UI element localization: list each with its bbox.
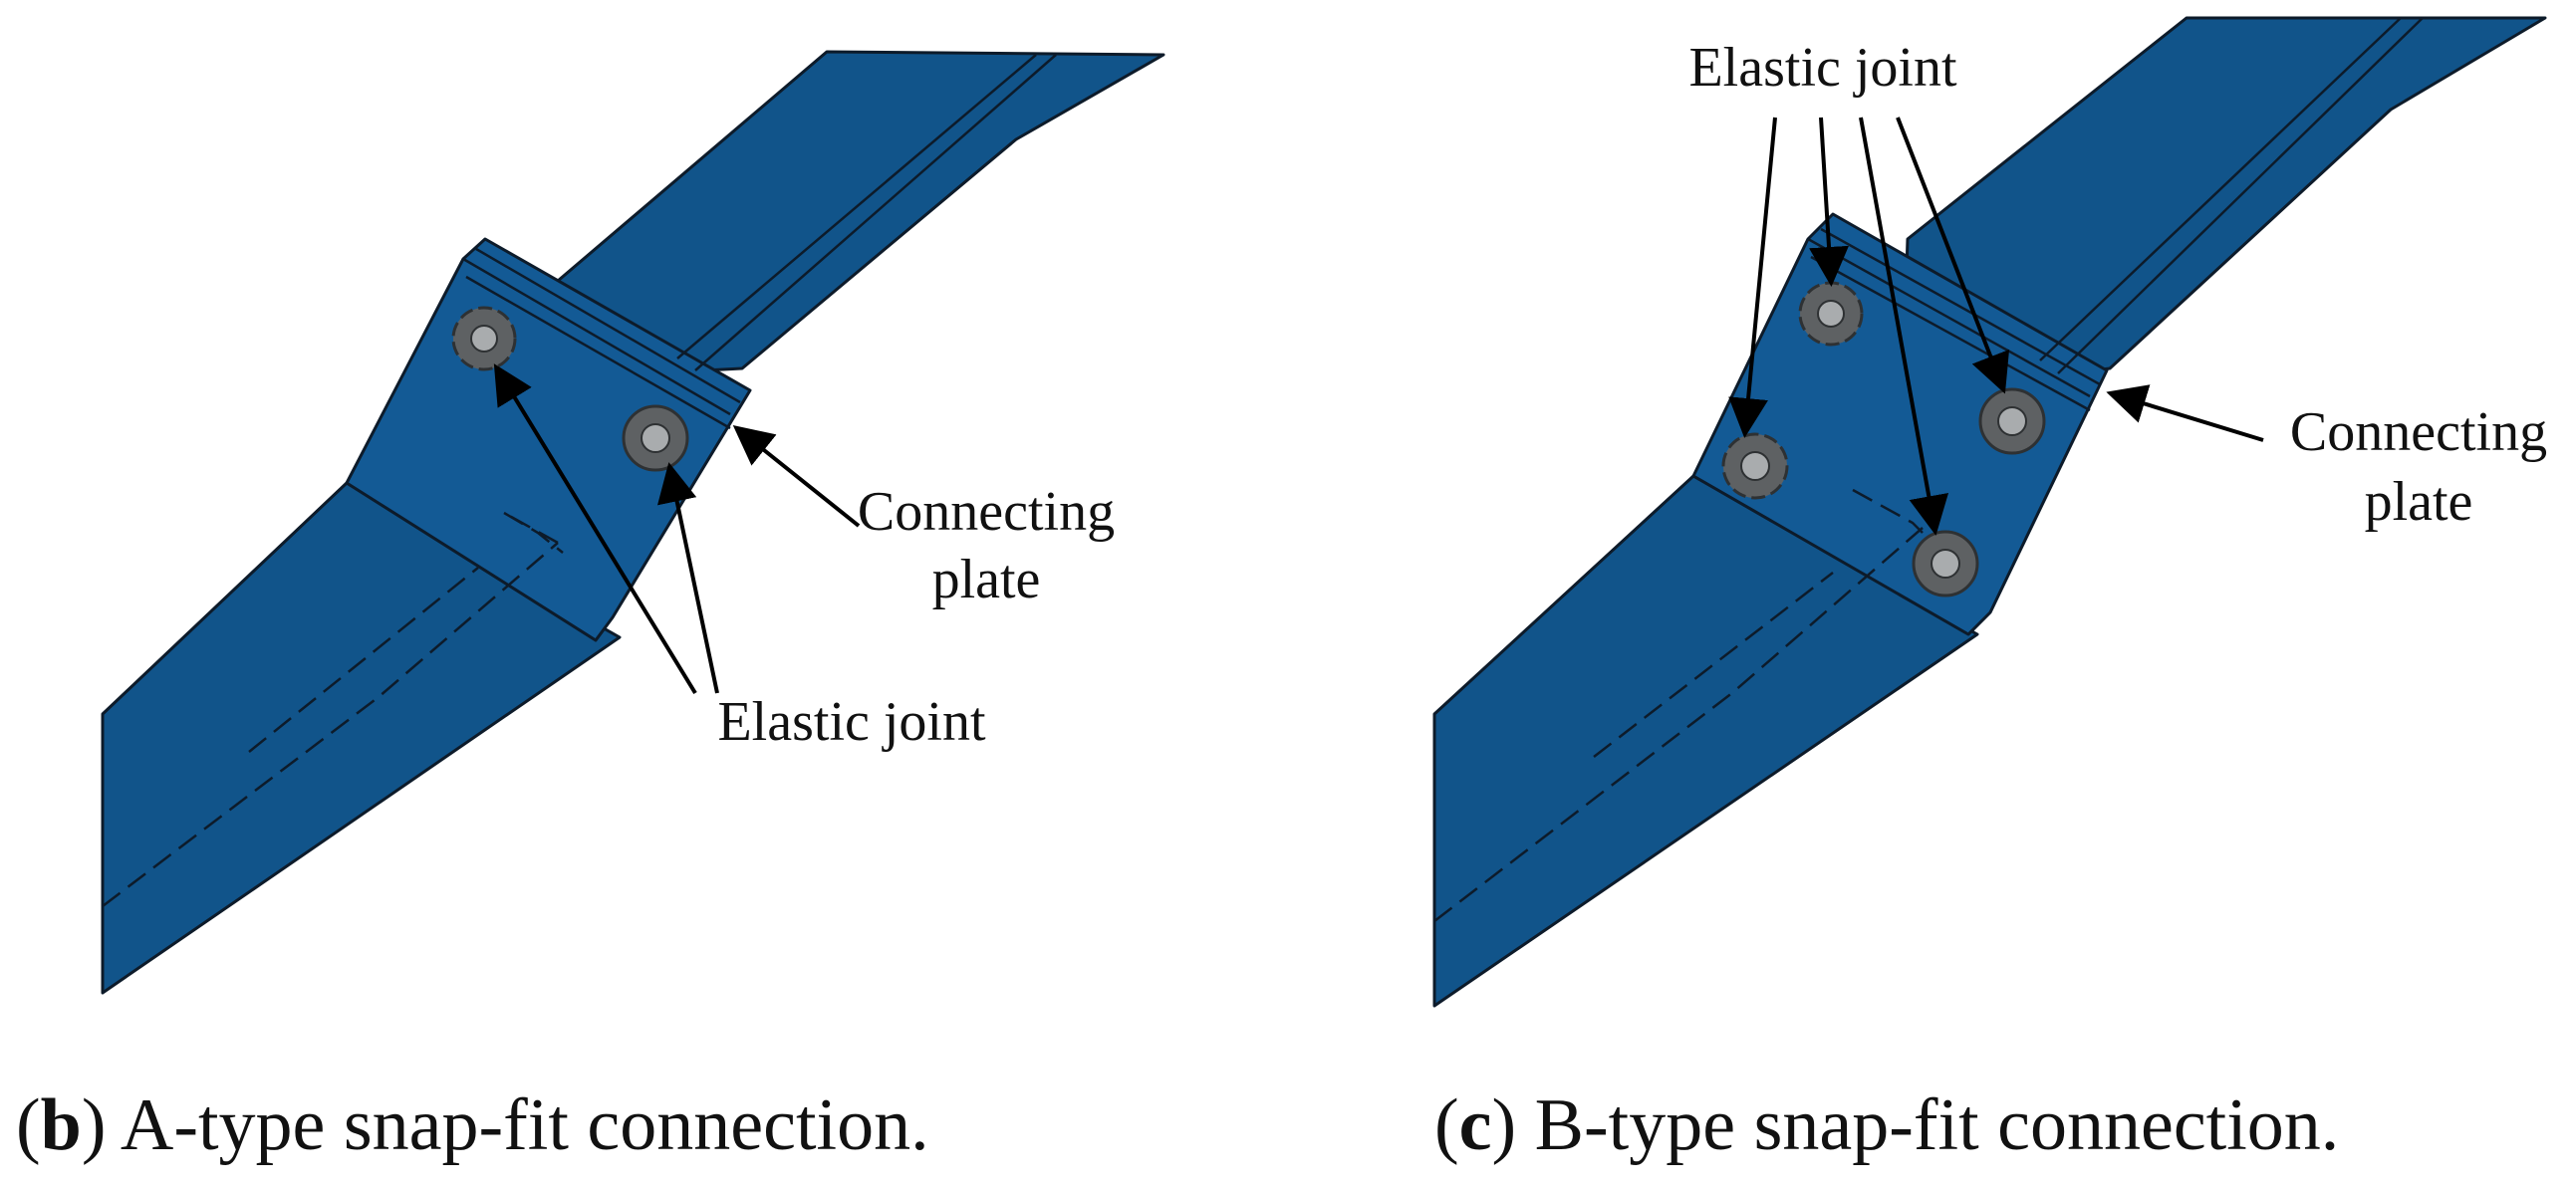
panel-c: Elastic joint Connecting plate (c) B-typ… <box>1432 16 2547 1166</box>
panel-b-plate-edge <box>346 481 615 642</box>
panel-b-elastic-joint-label: Elastic joint <box>717 691 986 753</box>
panel-c-caption-text: B-type snap-fit connection. <box>1535 1084 2340 1166</box>
panel-c-joint-arrow-3 <box>1859 117 1949 536</box>
panel-c-plate-edge <box>1692 474 1991 636</box>
panel-c-elastic-joint-4 <box>1912 530 1979 597</box>
panel-c-elastic-joint-3 <box>1978 387 2046 455</box>
panel-b-elastic-joint-2 <box>622 404 689 472</box>
panel-b-connecting-label-line1: Connecting <box>858 481 1115 543</box>
panel-c-beam-assembly <box>1432 16 2547 1008</box>
panel-c-joint-arrow-1 <box>1728 117 1777 438</box>
panel-b-elastic-joint-1 <box>451 306 517 371</box>
panel-b-letter: b <box>41 1084 82 1166</box>
panel-c-upper-beam-lines <box>2039 17 2424 374</box>
panel-b-beam-assembly <box>101 50 1165 995</box>
panel-c-plate-arrow <box>2106 384 2264 442</box>
panel-b: Connecting plate Elastic joint (b) A-typ… <box>16 50 1165 1166</box>
panel-c-joint-arrow-2 <box>1809 117 1849 287</box>
panel-c-connecting-label-line2: plate <box>2365 471 2473 533</box>
panel-c-plate-rim <box>1807 227 2101 412</box>
panel-b-beam-bottom-line <box>102 482 348 715</box>
panel-b-caption-text: A-type snap-fit connection. <box>121 1084 929 1166</box>
panel-b-joint-arrow-1 <box>493 363 697 695</box>
panel-c-joint-arrow-4 <box>1896 117 2010 394</box>
panel-c-caption: (c) B-type snap-fit connection. <box>1434 1084 2339 1166</box>
panel-c-letter: c <box>1459 1084 1492 1166</box>
panel-c-elastic-joint-2 <box>1721 432 1789 500</box>
panel-b-joint-arrow-2 <box>656 462 719 694</box>
panel-b-connecting-label-line2: plate <box>932 549 1041 610</box>
panel-b-upper-beam-lines <box>676 54 1057 371</box>
panel-b-plate-rim <box>462 247 741 430</box>
panel-c-beam-bottom-line <box>1433 475 1694 715</box>
panel-c-elastic-joint-1 <box>1798 281 1864 347</box>
panel-b-plate-arrow <box>732 425 861 528</box>
panel-c-elastic-joint-label: Elastic joint <box>1688 37 1957 99</box>
panel-b-caption: (b) A-type snap-fit connection. <box>16 1084 929 1166</box>
panel-c-connecting-label-line1: Connecting <box>2290 401 2547 463</box>
